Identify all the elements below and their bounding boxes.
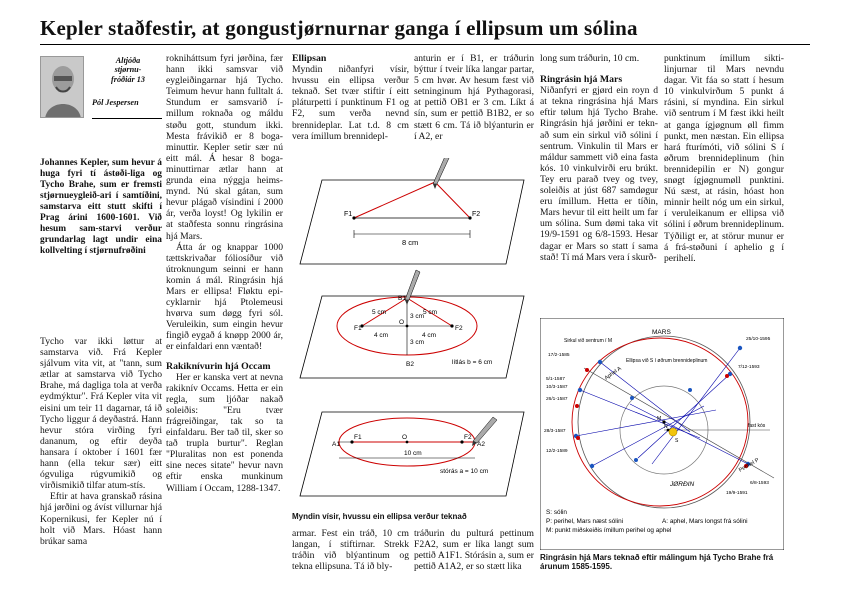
label-jordin: JØRÐIN [669, 481, 695, 488]
date-label: 6/8-1593 [750, 480, 769, 486]
column-5: long sum tráðurin, 10 cm. Ringrásin hjá … [540, 53, 658, 263]
label-5cm-b: 5 cm [423, 309, 437, 316]
mars-circle [577, 335, 751, 509]
ellipse-construction-figure: 8 cm F1 F2 5 cm 5 cm 4 cm 4 cm 3 cm 3 cm… [299, 158, 525, 497]
label-f1: F1 [344, 211, 352, 218]
label-m: M [657, 416, 661, 422]
label-3cm-a: 3 cm [410, 313, 424, 320]
date-label: 12/2-1589 [546, 448, 568, 454]
section-heading-ellipsan: Ellipsan [292, 53, 327, 64]
label-4cm-b: 4 cm [422, 332, 436, 339]
date-label: 5/1-1587 [546, 376, 565, 382]
mars-ellipse [571, 337, 749, 507]
legend-item: M: punkt miðskeiðis ímillum perihel og a… [546, 526, 671, 534]
label-10cm: 10 cm [404, 450, 422, 457]
bottom-column-4: tráðurin du pulturá pettinum F2A2, sum e… [414, 528, 534, 572]
label-a2: A2 [477, 441, 485, 448]
label-major-axis: stórás a = 10 cm [440, 468, 488, 475]
date-label: 10/3-1587 [546, 384, 568, 390]
label-mars: MARS [652, 329, 671, 336]
label-8cm: 8 cm [402, 238, 418, 247]
panel-3: 10 cm A1 A2 F1 F2 O stórás a = 10 cm [299, 411, 525, 497]
column-2: rokniháttsum fyri jørðina, fær hann ikki… [166, 53, 283, 494]
paragraph: Niðanfyri er gjørd ein royn d at tekna r… [540, 85, 658, 263]
label-f2: F2 [472, 211, 480, 218]
panel-1: 8 cm F1 F2 [299, 158, 525, 265]
label-a1: A1 [332, 441, 340, 448]
paragraph: Eftir at hava granskað rásina hjá jørðin… [40, 491, 162, 547]
pencil-icon [404, 269, 421, 305]
label-b1: B1 [398, 295, 406, 302]
legend-item: S: sólin [546, 509, 567, 516]
date-label: 17/2-1585 [548, 352, 570, 358]
title-rule [40, 44, 810, 45]
label-f2: F2 [455, 325, 463, 332]
lead-paragraph: Johannes Kepler, sum hevur á huga fyri t… [40, 158, 162, 256]
pencil-icon [432, 158, 450, 189]
paragraph: armar. Fest ein tráð, 10 cm langan, í st… [292, 528, 409, 573]
column-4: anturin er í B1, er tráðurin býttur í tv… [414, 53, 534, 142]
section-heading-mars: Ringrásin hjá Mars [540, 74, 623, 86]
paragraph: Her er kanska vert at nevna rakiknív Occ… [166, 371, 283, 494]
paragraph: long sum tráðurin, 10 cm. [540, 53, 640, 64]
column-3: Ellipsan Myndin niðanfyri vísir, hvussu … [292, 53, 409, 142]
author-name: Pól Jespersen [92, 98, 139, 108]
section-heading-occam: Rakiknívurin hjá Occam [166, 360, 271, 372]
paragraph: Átta ár og knappar 1000 tættskrivaðar fó… [166, 241, 283, 353]
legend-item: P: perihel, Mars næst sólini [546, 518, 623, 525]
label-n: N [664, 424, 668, 430]
paragraph: Myndin niðanfyri vísir, hvussu ein ellip… [292, 64, 409, 142]
byline-rule [92, 118, 162, 119]
column-1: Tycho var ikki løttur at samstarva við. … [40, 336, 162, 547]
figure-2-caption: Ringrásin hjá Mars teknað eftir málingum… [540, 553, 774, 572]
label-circle: Sirkul við sentrum í M [564, 337, 612, 344]
label-3cm-b: 3 cm [410, 339, 424, 346]
pencil-icon [472, 416, 498, 446]
mars-orbit-figure: MARS JØRÐIN Sirkul við sentrum í M Ellip… [540, 318, 784, 550]
series-line: fróðiár 13 [111, 74, 145, 84]
series-line: stjørnu- [114, 65, 142, 75]
label-aphel: Aphel A [604, 366, 623, 382]
panel-2: 5 cm 5 cm 4 cm 4 cm 3 cm 3 cm O B1 B2 F1… [299, 269, 525, 379]
paragraph: Tycho var ikki løttur at samstarva við. … [40, 336, 162, 492]
legend-item: A: aphel, Mars longst frá sólini [662, 518, 748, 525]
series-line: Altjóða [115, 56, 141, 65]
figure-1-caption: Myndin vísir, hvussu ein ellipsa verður … [292, 512, 467, 521]
sun-icon [668, 427, 678, 437]
paragraph: tráðurin du pulturá pettinum F2A2, sum e… [414, 528, 534, 573]
label-5cm-a: 5 cm [372, 309, 386, 316]
label-o: O [399, 319, 404, 326]
date-label: 19/9-1591 [726, 490, 748, 496]
article-title: Kepler staðfestir, at gongustjørnurnar g… [40, 16, 638, 40]
date-label: 7/12-1593 [738, 364, 760, 370]
paragraph: anturin er í B1, er tráðurin býttur í tv… [414, 53, 534, 142]
legend: S: sólin P: perihel, Mars næst sólini A:… [546, 509, 748, 534]
date-label: 26/1-1587 [546, 396, 568, 402]
label-fast-kos: fast kós [748, 423, 766, 429]
bottom-column-3: armar. Fest ein tráð, 10 cm langan, í st… [292, 528, 409, 572]
date-label: 28/3-1587 [544, 428, 566, 434]
date-label: 25/10-1595 [746, 336, 771, 342]
paragraph: rokniháttsum fyri jørðina, fær hann ikki… [166, 53, 283, 242]
label-ellipse: Ellipsa við S í øðrum brennideplinum [626, 357, 707, 364]
label-4cm-a: 4 cm [374, 332, 388, 339]
label-f1: F1 [354, 434, 362, 441]
label-f2: F2 [464, 434, 472, 441]
label-s: S [675, 438, 679, 444]
byline: Altjóða stjørnu- fróðiár 13 Pól Jesperse… [92, 56, 164, 108]
label-f1: F1 [354, 325, 362, 332]
label-b2: B2 [406, 361, 414, 368]
label-o: O [402, 434, 407, 441]
label-minor-axis: lítlás b = 6 cm [452, 359, 492, 366]
column-6: punktinum ímillum sikti-linjurnar til Ma… [664, 53, 784, 264]
paragraph: punktinum ímillum sikti-linjurnar til Ma… [664, 53, 784, 264]
author-photo [40, 56, 84, 118]
